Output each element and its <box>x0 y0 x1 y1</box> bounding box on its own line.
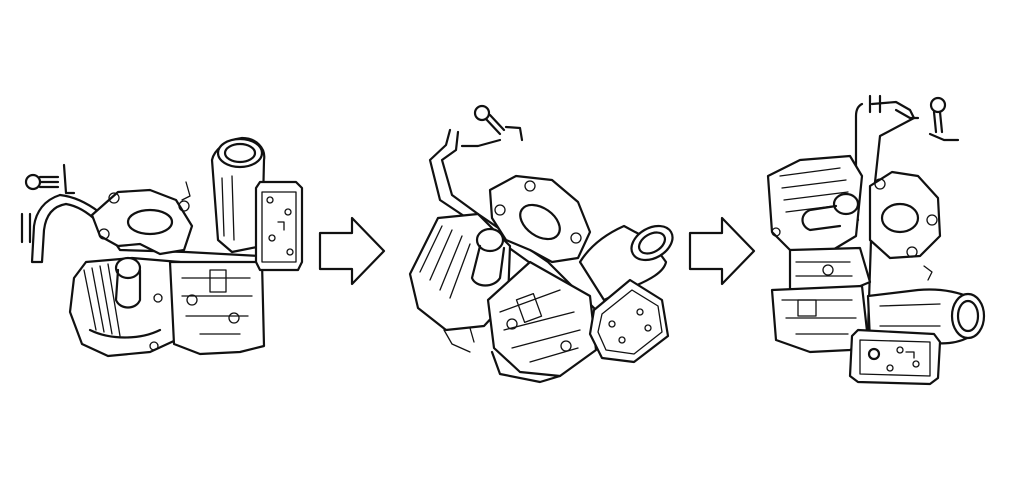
turbo-assembly-rotated <box>408 104 674 384</box>
bolt-fitting-icon <box>928 96 960 142</box>
step-arrow-2 <box>688 216 756 286</box>
turbo-assembly-final <box>766 94 986 386</box>
step-arrow-1 <box>318 216 386 286</box>
bolt-fitting-icon <box>473 104 524 142</box>
turbo-assembly-initial <box>20 136 304 358</box>
bolt-fitting-icon <box>24 163 76 195</box>
